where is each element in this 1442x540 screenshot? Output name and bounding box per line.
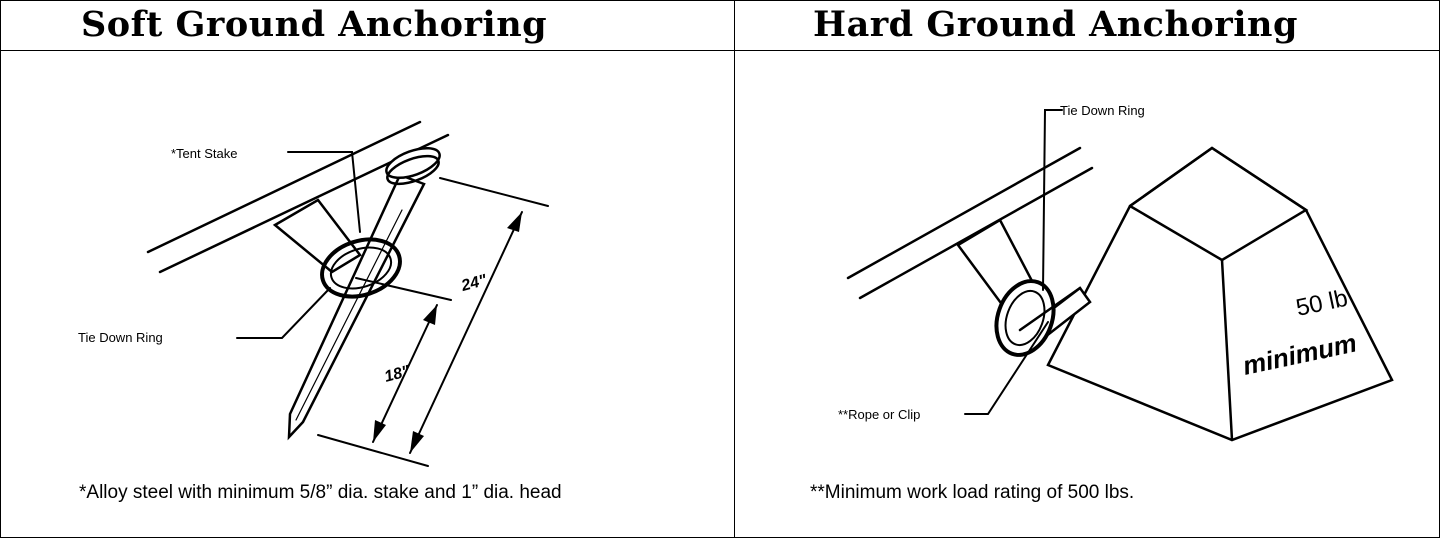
hard-ground-caption: **Minimum work load rating of 500 lbs.	[810, 482, 1135, 503]
tent-stake-leader	[287, 151, 361, 233]
stake-shaft	[287, 173, 426, 441]
webbing-strap	[272, 198, 362, 274]
tent-rail-upper	[846, 146, 1082, 280]
tie-down-ring-label: Tie Down Ring	[78, 330, 163, 345]
soft-ground-diagram	[146, 120, 549, 467]
dimension-24-line	[409, 211, 523, 454]
dimension-24-label: 24"	[459, 272, 489, 295]
tent-rail-upper	[146, 120, 422, 254]
tent-stake-label: *Tent Stake	[171, 146, 238, 161]
rope-or-clip-label: **Rope or Clip	[838, 407, 920, 422]
tie-down-ring	[320, 237, 402, 299]
soft-ground-caption: *Alloy steel with minimum 5/8” dia. stak…	[79, 482, 562, 503]
hard-ground-diagram	[846, 109, 1394, 442]
tie-down-ring-leader	[1042, 109, 1063, 291]
stake-head	[385, 146, 441, 180]
dimension-18-line	[372, 304, 438, 443]
hard-ground-title: Hard Ground Anchoring	[813, 4, 1298, 45]
soft-ground-title: Soft Ground Anchoring	[81, 4, 548, 45]
header-divider	[0, 50, 1440, 51]
dimension-18-label: 18"	[383, 363, 412, 386]
tie-down-ring-leader	[236, 287, 331, 339]
rope-or-clip-leader	[964, 321, 1049, 415]
column-divider	[734, 0, 735, 538]
tie-down-ring-label: Tie Down Ring	[1060, 103, 1145, 118]
